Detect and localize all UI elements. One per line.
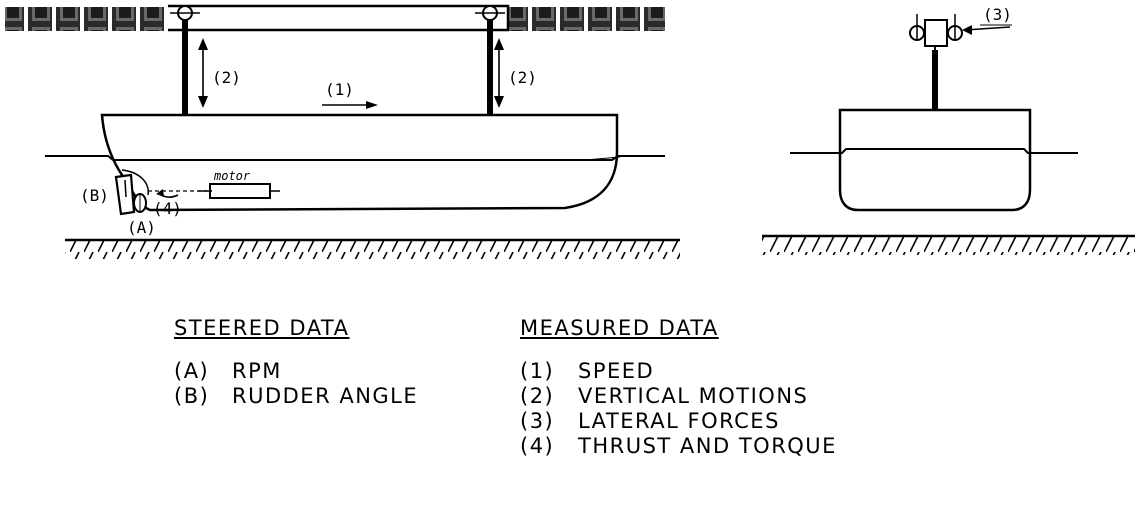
side-view: (2) (2) (1) motor — [5, 4, 680, 259]
waterline-front — [790, 148, 1078, 154]
force-gauge-icon — [909, 14, 963, 54]
label-vertical-left: (2) — [212, 68, 241, 87]
label-motor: motor — [213, 169, 251, 183]
label-thrust: (4) — [153, 199, 182, 218]
label-lateral: (3) — [983, 5, 1012, 24]
legend-item: (2) VERTICAL MOTIONS — [520, 384, 837, 409]
heave-post-right — [487, 20, 493, 117]
legend-item: (1) SPEED — [520, 359, 837, 384]
legend-code: (B) — [174, 384, 210, 408]
steered-data-legend: STEERED DATA (A) RPM (B) RUDDER ANGLE — [174, 316, 418, 409]
hinge-left-icon — [170, 5, 200, 21]
measured-data-heading: MEASURED DATA — [520, 316, 719, 340]
legend-text: RUDDER ANGLE — [232, 384, 419, 408]
legend-code: (2) — [520, 384, 555, 408]
propeller-icon — [133, 193, 147, 213]
steered-data-heading: STEERED DATA — [174, 316, 350, 340]
legend-item: (A) RPM — [174, 359, 418, 384]
rudder-icon — [114, 173, 136, 216]
front-post — [932, 50, 938, 112]
label-rudder: (B) — [80, 186, 109, 205]
motor-icon — [198, 183, 280, 199]
measured-data-legend: MEASURED DATA (1) SPEED (2) VERTICAL MOTIO… — [520, 316, 837, 459]
legend-item: (3) LATERAL FORCES — [520, 409, 837, 434]
lateral-force-arrow — [964, 26, 1011, 31]
legend-code: (1) — [520, 359, 555, 383]
tank-bottom-hatch-side — [65, 241, 680, 259]
tank-bottom-hatch-front — [762, 237, 1135, 255]
legend-text: VERTICAL MOTIONS — [578, 384, 809, 408]
legend-code: (3) — [520, 409, 555, 433]
vertical-motion-arrow-left — [198, 38, 208, 108]
carriage-rail-right — [505, 7, 665, 31]
front-view: (3) — [762, 5, 1135, 255]
waterline-side — [45, 155, 665, 161]
ship-hull-side — [100, 113, 619, 212]
legend-item: (4) THRUST AND TORQUE — [520, 434, 837, 459]
carriage-beam — [168, 4, 510, 32]
legend-item: (B) RUDDER ANGLE — [174, 384, 418, 409]
legend-text: LATERAL FORCES — [578, 409, 780, 433]
speed-arrow — [322, 101, 378, 109]
heave-post-left — [182, 20, 188, 117]
vertical-motion-arrow-right — [494, 38, 504, 108]
legend-text: RPM — [232, 359, 282, 383]
legend-text: THRUST AND TORQUE — [578, 434, 837, 458]
legend-text: SPEED — [578, 359, 655, 383]
label-vertical-right: (2) — [508, 68, 537, 87]
label-speed: (1) — [325, 80, 354, 99]
stern-curve — [121, 169, 149, 196]
legend-code: (4) — [520, 434, 555, 458]
legend-code: (A) — [174, 359, 210, 383]
ship-hull-front — [838, 108, 1032, 212]
carriage-rail-left — [5, 7, 170, 31]
label-rpm: (A) — [127, 218, 156, 237]
